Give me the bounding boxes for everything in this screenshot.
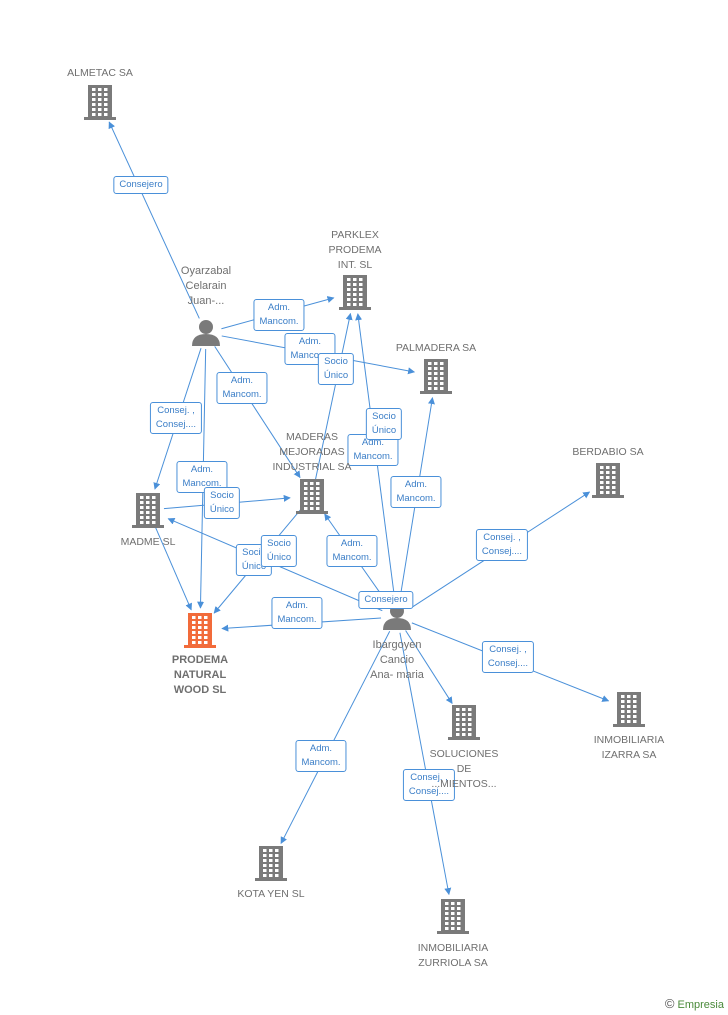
edge-label-madme-prodema[interactable]: Socio Único [317,353,355,385]
edge-label-ibargoyen-maderas[interactable]: Adm. Mancom. [326,535,378,567]
node-label-palmadera[interactable]: PALMADERA SA [395,342,477,354]
edge-ibargoyen-zurriola [399,632,452,896]
building-icon-kota[interactable] [255,846,287,881]
building-icon-maderas[interactable] [296,479,328,514]
building-icon-madme[interactable] [132,493,164,528]
building-icon-zurriola[interactable] [437,899,469,934]
node-label-parklex[interactable]: PARKLEX PRODEMA INT. SL [328,229,382,271]
edge-oyarzabal-almetac [108,121,200,319]
edge-label-oyarzabal-maderas[interactable]: Adm. Mancom. [216,372,268,404]
node-label-madme[interactable]: MADME SL [120,536,176,548]
edge-label-ibargoyen-madme[interactable]: Consejero [358,591,414,609]
building-icon-palmadera[interactable] [420,359,452,394]
edge-label-ibargoyen-palmadera[interactable]: Adm. Mancom. [390,476,442,508]
node-label-prodema[interactable]: PRODEMA NATURAL WOOD SL [171,654,229,696]
edge-madme-prodema [153,524,192,611]
edge-ibargoyen-soluciones [405,630,453,705]
edge-maderas-parklex [314,312,353,481]
edge-oyarzabal-maderas [214,346,301,479]
edge-label-oyarzabal-almetac[interactable]: Consejero [113,176,169,194]
node-label-kota[interactable]: KOTA YEN SL [237,888,305,900]
edge-label-ibargoyen-berdabio[interactable]: Consej. , Consej.... [475,529,529,561]
building-icon-berdabio[interactable] [592,463,624,498]
edge-label-oyarzabal-parklex[interactable]: Adm. Mancom. [253,299,305,331]
edge-ibargoyen-kota [280,631,391,845]
edge-label-ibargoyen-izarra[interactable]: Consej. , Consej.... [481,641,535,673]
edge-label-ibargoyen-kota[interactable]: Adm. Mancom. [295,740,347,772]
building-icon-soluciones[interactable] [448,705,480,740]
node-label-maderas[interactable]: MADERAS MEJORADAS INDUSTRIAL SA [272,431,352,473]
building-icon-parklex[interactable] [339,275,371,310]
building-icon-izarra[interactable] [613,692,645,727]
credit-mark: © Empresia [665,996,724,1011]
node-label-oyarzabal[interactable]: Oyarzabal Celarain Juan-... [180,265,232,307]
copyright-icon: © [664,996,675,1011]
brand-name: Empresia [677,999,724,1011]
edge-label-madme-maderas[interactable]: Socio Único [203,487,241,519]
edge-label-ibargoyen-zurriola[interactable]: Consej. , Consej.... [402,769,456,801]
edge-label-maderas-prodema[interactable]: Socio Único [260,535,298,567]
person-icon-oyarzabal[interactable] [192,320,220,346]
edge-label-ibargoyen-prodema[interactable]: Adm. Mancom. [271,597,323,629]
node-label-ibargoyen[interactable]: Ibargoyen Cancio Ana- maria [370,639,424,681]
building-icon-almetac[interactable] [84,85,116,120]
node-label-berdabio[interactable]: BERDABIO SA [572,446,644,458]
node-label-zurriola[interactable]: INMOBILIARIA ZURRIOLA SA [417,942,489,969]
node-label-izarra[interactable]: INMOBILIARIA IZARRA SA [593,734,665,761]
node-label-almetac[interactable]: ALMETAC SA [67,67,133,79]
node-label-soluciones[interactable]: SOLUCIONES DE ...MIENTOS... [429,748,499,790]
edge-label-oyarzabal-madme[interactable]: Consej. , Consej.... [149,402,203,434]
building-icon-prodema[interactable] [184,613,216,648]
edge-label-ibargoyen-soluciones[interactable]: Socio Único [365,408,403,440]
